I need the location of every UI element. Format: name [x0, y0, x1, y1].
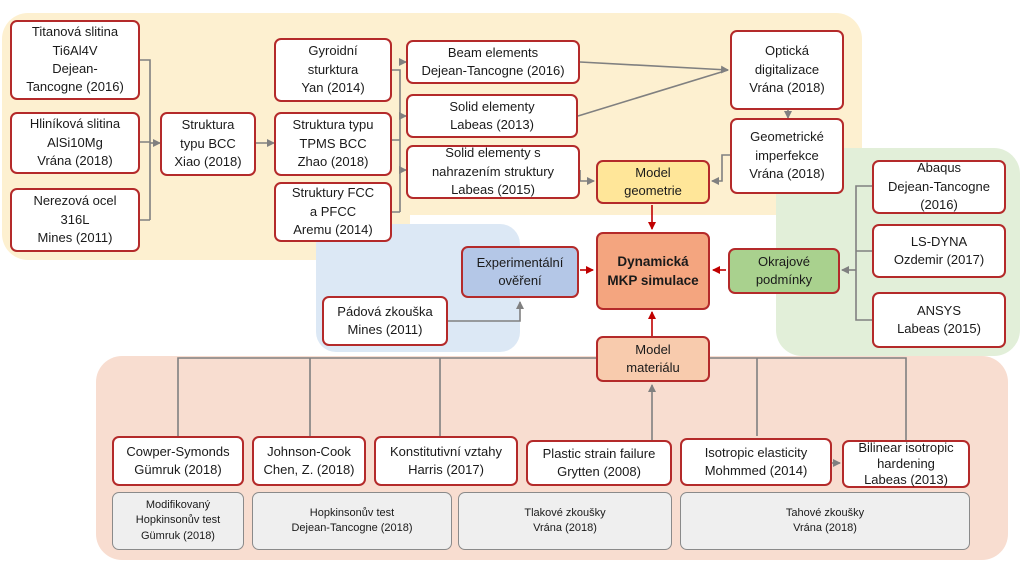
node-dynamic-fem-simulation: Dynamická MKP simulace	[596, 232, 710, 310]
node-bilinear-hardening: Bilinear isotropic hardening Labeas (201…	[842, 440, 970, 488]
node-ansys: ANSYS Labeas (2015)	[872, 292, 1006, 348]
node-aluminium-alloy: Hliníková slitina AlSi10Mg Vrána (2018)	[10, 112, 140, 174]
node-isotropic-elasticity: Isotropic elasticity Mohmmed (2014)	[680, 438, 832, 486]
node-fcc-structure: Struktury FCC a PFCC Aremu (2014)	[274, 182, 392, 242]
node-plastic-strain-failure: Plastic strain failure Grytten (2008)	[526, 440, 672, 486]
edge-structures-bus	[392, 69, 401, 213]
node-gyroid-structure: Gyroidní sturktura Yan (2014)	[274, 38, 392, 102]
node-tpms-structure: Struktura typu TPMS BCC Zhao (2018)	[274, 112, 392, 176]
node-experimental-verification: Experimentální ověření	[461, 246, 579, 298]
node-abaqus: Abaqus Dejean-Tancogne (2016)	[872, 160, 1006, 214]
edge-software-bus	[855, 185, 872, 321]
node-bcc-structure: Struktura typu BCC Xiao (2018)	[160, 112, 256, 176]
node-cowper-symonds: Cowper-Symonds Gümruk (2018)	[112, 436, 244, 486]
edge-material-bus	[177, 357, 907, 440]
node-constitutive-relations: Konstitutivní vztahy Harris (2017)	[374, 436, 518, 486]
node-material-model: Model materiálu	[596, 336, 710, 382]
node-johnson-cook: Johnson-Cook Chen, Z. (2018)	[252, 436, 366, 486]
node-solid-elements-substitution: Solid elementy s nahrazením struktury La…	[406, 145, 580, 199]
edge-imperf-geommodel	[711, 154, 730, 185]
node-geometric-imperfections: Geometrické imperfekce Vrána (2018)	[730, 118, 844, 194]
node-boundary-conditions: Okrajové podmínky	[728, 248, 840, 294]
node-solid-elements: Solid elementy Labeas (2013)	[406, 94, 578, 138]
node-ls-dyna: LS-DYNA Ozdemir (2017)	[872, 224, 1006, 278]
node-hopkinson-test: Hopkinsonův test Dejean-Tancogne (2018)	[252, 492, 452, 550]
node-tensile-tests: Tahové zkoušky Vrána (2018)	[680, 492, 970, 550]
node-geometry-model: Model geometrie	[596, 160, 710, 204]
edge-solidsub-geommodel	[579, 170, 595, 185]
node-optical-digitization: Optická digitalizace Vrána (2018)	[730, 30, 844, 110]
node-beam-elements: Beam elements Dejean-Tancogne (2016)	[406, 40, 580, 84]
node-modified-hopkinson-test: Modifikovaný Hopkinsonův test Gümruk (20…	[112, 492, 244, 550]
edge-beam-optical	[579, 61, 729, 74]
edge-materials-bus	[140, 59, 151, 221]
edge-drop-experiment	[448, 301, 524, 322]
node-titanium-alloy: Titanová slitina Ti6Al4V Dejean- Tancogn…	[10, 20, 140, 100]
node-compression-tests: Tlakové zkoušky Vrána (2018)	[458, 492, 672, 550]
edge-solid-optical	[577, 69, 729, 117]
node-stainless-steel: Nerezová ocel 316L Mines (2011)	[10, 188, 140, 252]
node-drop-test: Pádová zkouška Mines (2011)	[322, 296, 448, 346]
